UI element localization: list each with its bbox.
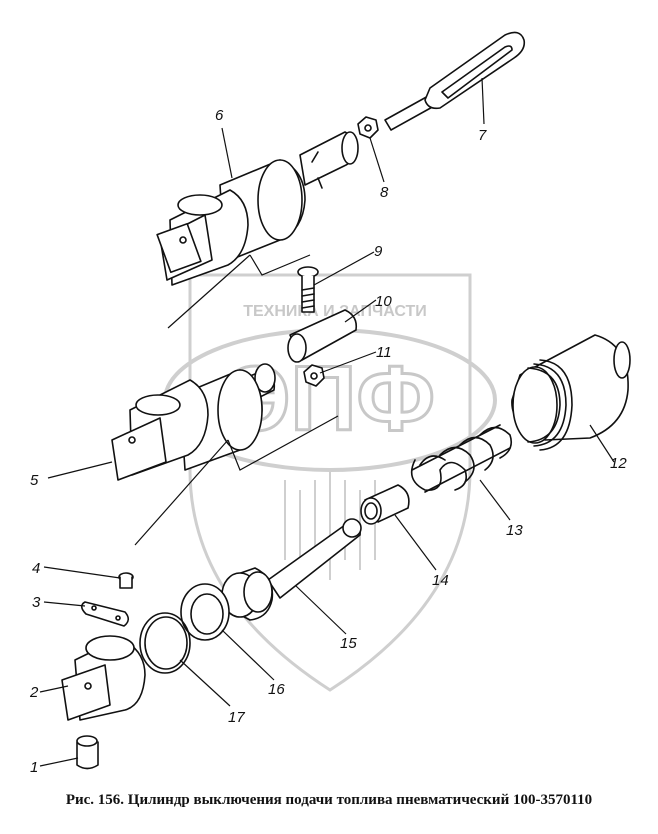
part-15-piston-rod — [221, 518, 362, 621]
callout-15: 15 — [340, 635, 357, 652]
callout-8: 8 — [380, 184, 389, 201]
callouts: 1 2 3 4 5 6 7 8 9 10 11 12 13 14 15 16 1… — [29, 107, 627, 776]
part-1-bushing — [76, 735, 99, 770]
figure-caption: Рис. 156. Цилиндр выключения подачи топл… — [65, 792, 593, 808]
callout-11: 11 — [376, 344, 392, 361]
callout-1: 1 — [30, 759, 38, 776]
callout-16: 16 — [268, 681, 285, 698]
callout-7: 7 — [478, 127, 487, 144]
part-6-cylinder-assembly — [156, 131, 359, 286]
callout-6: 6 — [215, 107, 224, 124]
callout-2: 2 — [29, 684, 39, 701]
leader-lines — [39, 77, 615, 767]
callout-9: 9 — [374, 243, 383, 260]
part-10-sleeve — [287, 309, 358, 363]
part-13-spring — [410, 424, 513, 493]
part-3-plate — [80, 601, 130, 627]
part-16-seal-cup — [180, 583, 230, 641]
watermark-top-text: ТЕХНИКА И ЗАПЧАСТИ — [243, 303, 427, 320]
part-4-pin — [118, 572, 134, 589]
callout-12: 12 — [610, 455, 627, 472]
callout-10: 10 — [375, 293, 392, 310]
wheat-emblem-icon — [284, 470, 376, 580]
part-14-bushing — [360, 484, 410, 525]
part-8-nut — [357, 116, 379, 139]
part-2-cover — [61, 635, 146, 721]
part-9-bolt — [297, 266, 319, 313]
callout-4: 4 — [32, 560, 40, 577]
part-17-o-ring — [139, 612, 191, 674]
explosion-lines — [134, 254, 339, 546]
callout-3: 3 — [32, 594, 41, 611]
callout-13: 13 — [506, 522, 523, 539]
part-12-cylinder-housing — [511, 334, 631, 451]
callout-17: 17 — [228, 709, 245, 726]
part-5-cylinder-assembly — [111, 363, 276, 481]
callout-14: 14 — [432, 572, 449, 589]
part-11-nut — [303, 364, 325, 387]
callout-5: 5 — [30, 472, 39, 489]
part-7-fork-rod — [384, 31, 526, 131]
